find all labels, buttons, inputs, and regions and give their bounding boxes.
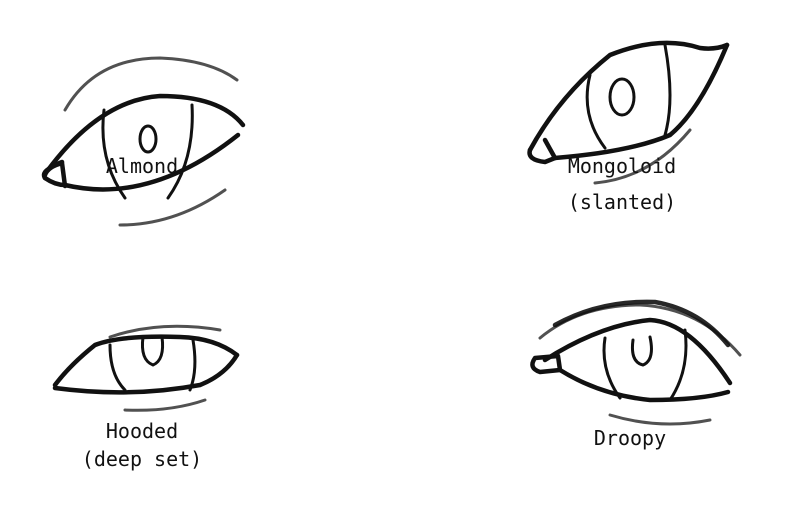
- droopy-eye-drawing: [530, 299, 742, 426]
- label-line: (slanted): [567, 190, 677, 214]
- label-line: Hooded: [105, 419, 179, 443]
- eye-label-almond: Almond: [32, 148, 252, 184]
- label-line: Almond: [105, 154, 179, 178]
- mongoloid-eye-drawing: [527, 40, 730, 185]
- label-line: Mongoloid: [567, 154, 677, 178]
- almond-eye-drawing: [41, 56, 246, 227]
- label-line: Droopy: [593, 426, 667, 450]
- eye-label-hooded: Hooded (deep set): [32, 417, 252, 473]
- hooded-eye-drawing: [52, 324, 240, 412]
- label-line: (deep set): [81, 447, 203, 471]
- eye-label-droopy: Droopy: [520, 420, 740, 456]
- eye-label-mongoloid: Mongoloid (slanted): [512, 148, 732, 220]
